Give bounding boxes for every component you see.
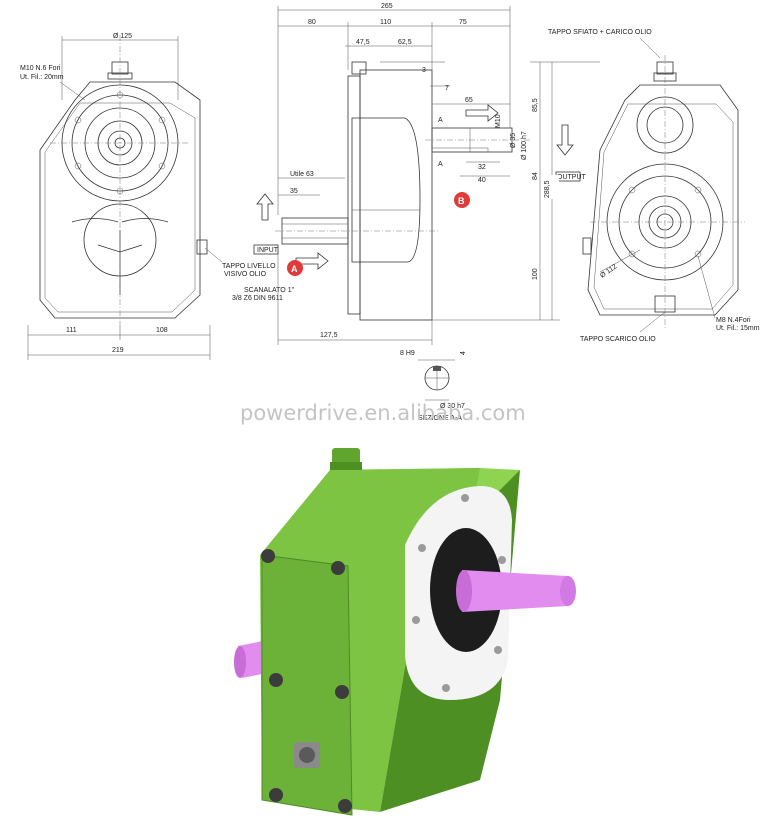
dim-flange-diameter: Ø 125 bbox=[113, 33, 132, 40]
section-title: SEZIONE A-A bbox=[418, 415, 462, 422]
label-level-plug-line2: VISIVO OLIO bbox=[224, 271, 267, 278]
dim-pcd-112: Ø 112 bbox=[599, 263, 618, 279]
dim-pilot-100: Ø 100 h7 bbox=[521, 131, 528, 160]
dim-84: 84 bbox=[532, 172, 539, 180]
note-m8-holes-line2: Ut. Fil.: 15mm bbox=[716, 325, 760, 332]
dim-total-width: 219 bbox=[112, 347, 124, 354]
dim-100: 100 bbox=[532, 268, 539, 280]
dim-right-width: 108 bbox=[156, 327, 168, 334]
side-cover-plate bbox=[262, 555, 352, 815]
dim-utile-63: Utile 63 bbox=[290, 171, 314, 178]
label-input: INPUT bbox=[257, 247, 279, 254]
bolt-icon bbox=[335, 685, 349, 699]
dim-47-5: 47,5 bbox=[356, 39, 370, 46]
marker-a-circle bbox=[287, 260, 303, 276]
flange-hole bbox=[442, 684, 450, 692]
flange-hole bbox=[494, 646, 502, 654]
dim-left-width: 111 bbox=[66, 327, 77, 334]
label-spline-line2: 3/8 Z6 DIN 9611 bbox=[232, 295, 283, 302]
flange-hole bbox=[498, 556, 506, 564]
label-level-plug-line1: TAPPO LIVELLO bbox=[222, 263, 276, 270]
bolt-icon bbox=[261, 549, 275, 563]
watermark: powerdrive.en.alibaba.com bbox=[240, 401, 526, 425]
bolt-icon bbox=[338, 799, 352, 813]
note-holes-line1: M10 N.6 Fori bbox=[20, 65, 61, 72]
dim-7: 7 bbox=[445, 85, 449, 92]
dim-75: 75 bbox=[459, 19, 467, 26]
section-marker-a-bottom: A bbox=[438, 161, 443, 168]
right-rear-view: Ø 112 TAPPO SFIATO + CARICO OLIO M8 N.4F… bbox=[548, 29, 760, 343]
dim-shaft-35: Ø 35 bbox=[510, 133, 517, 148]
dim-keyway-8: 8 H9 bbox=[400, 350, 415, 357]
label-breather-plug: TAPPO SFIATO + CARICO OLIO bbox=[548, 29, 652, 36]
note-holes-line2: Ut. Fil.: 20mm bbox=[20, 74, 64, 81]
bolt-icon bbox=[331, 561, 345, 575]
dim-shaft-30: Ø 30 h7 bbox=[440, 403, 465, 410]
marker-b: B bbox=[458, 196, 465, 206]
side-view: INPUT OUTPUT A B A A 265 80 110 75 47,5 … bbox=[253, 3, 600, 345]
flange-hole bbox=[418, 544, 426, 552]
left-front-view: Ø 125 M10 N.6 Fori Ut. Fil.: 20mm 111 10… bbox=[20, 33, 295, 360]
dim-35: 35 bbox=[290, 188, 298, 195]
dim-m10: M10 bbox=[495, 114, 502, 128]
section-a-a: 8 H9 4 Ø 30 h7 SEZIONE A-A bbox=[400, 350, 467, 422]
output-shaft bbox=[462, 570, 568, 612]
flange-hole bbox=[412, 616, 420, 624]
dim-288-5: 288,5 bbox=[544, 180, 551, 198]
dim-keyway-depth: 4 bbox=[460, 351, 467, 355]
dim-127-5: 127,5 bbox=[320, 332, 338, 339]
marker-b-circle bbox=[454, 192, 470, 208]
dim-32: 32 bbox=[478, 164, 486, 171]
marker-a: A bbox=[291, 264, 298, 274]
flange-hole bbox=[461, 494, 469, 502]
label-output: OUTPUT bbox=[557, 174, 587, 181]
dim-62-5: 62,5 bbox=[398, 39, 412, 46]
gearbox-3d-render bbox=[234, 448, 576, 816]
dim-65: 65 bbox=[465, 97, 473, 104]
dim-3: 3 bbox=[422, 67, 426, 74]
bolt-icon bbox=[269, 673, 283, 687]
dim-110: 110 bbox=[380, 19, 391, 26]
dim-40: 40 bbox=[478, 177, 486, 184]
dim-overall-length: 265 bbox=[381, 3, 393, 10]
bolt-icon bbox=[269, 788, 283, 802]
label-drain-plug: TAPPO SCARICO OLIO bbox=[580, 336, 656, 343]
section-marker-a-top: A bbox=[438, 117, 443, 124]
label-spline-line1: SCANALATO 1" bbox=[244, 287, 295, 294]
dim-85-5: 85,5 bbox=[532, 98, 539, 112]
dim-80: 80 bbox=[308, 19, 316, 26]
note-m8-holes-line1: M8 N.4Fori bbox=[716, 317, 751, 324]
